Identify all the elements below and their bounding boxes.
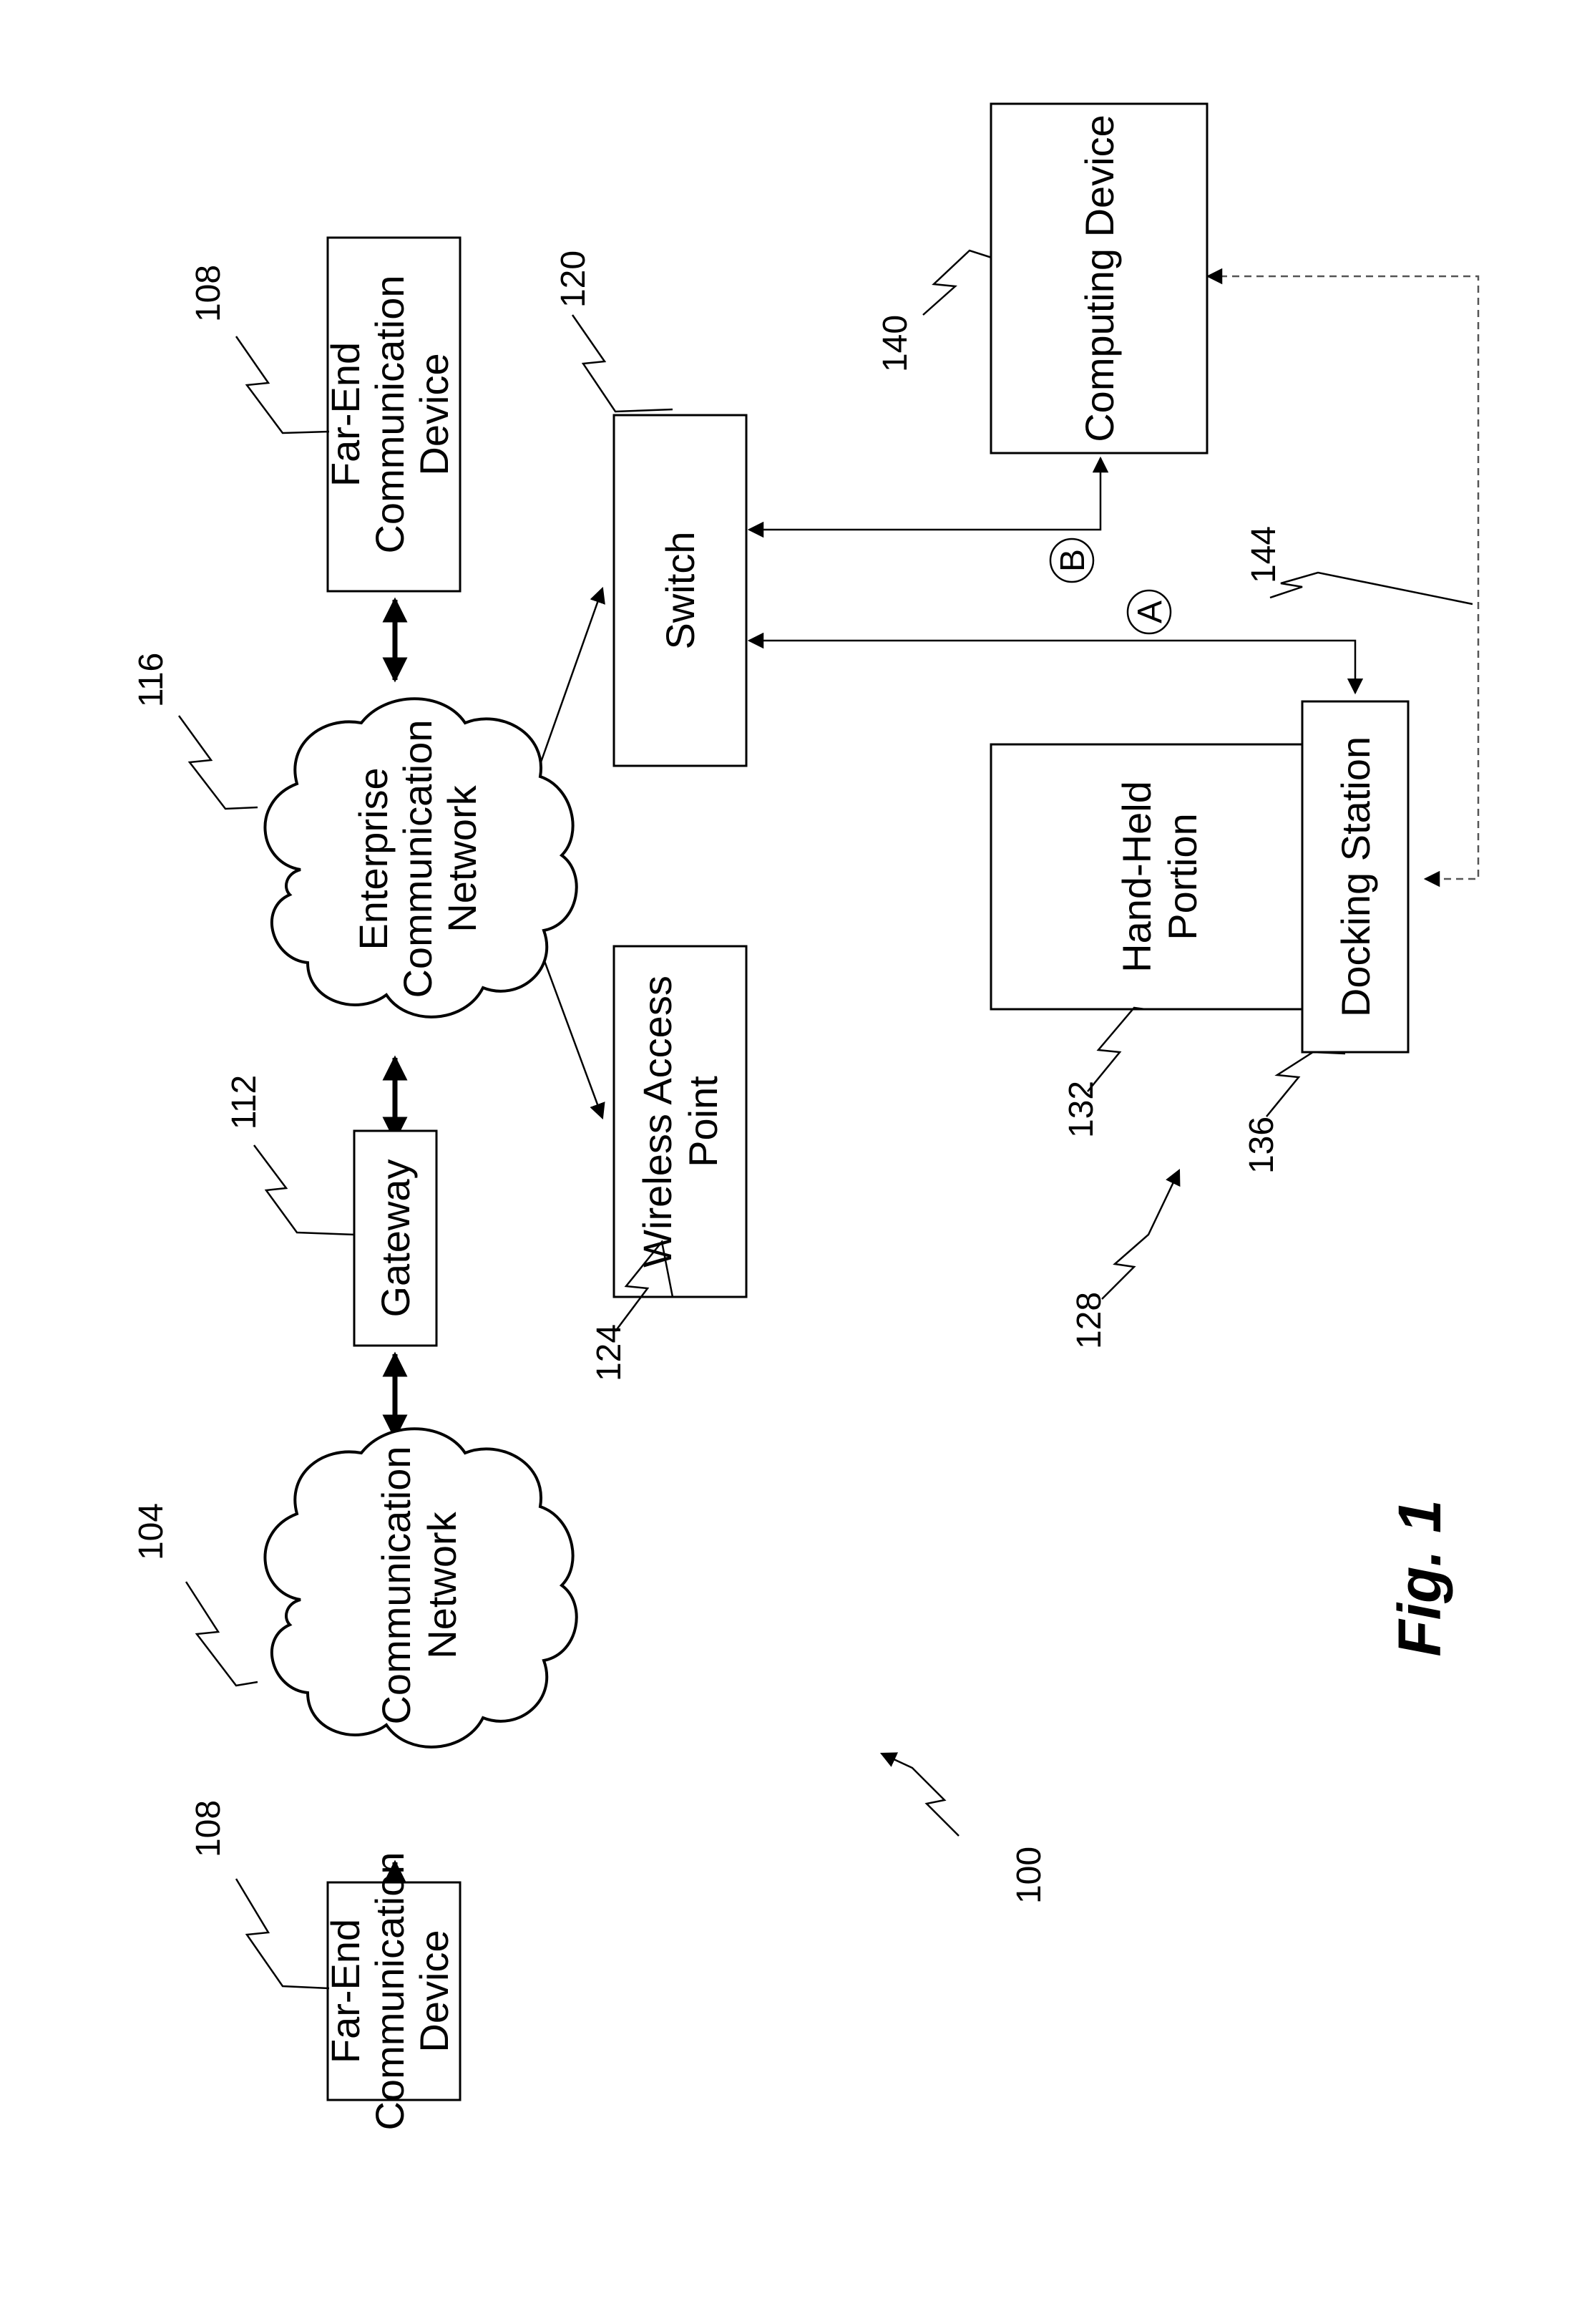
ref-132: 132 [1063, 1081, 1100, 1138]
ref-140: 140 [877, 315, 914, 372]
computing-device-label: Computing Device [1077, 115, 1122, 442]
ref-116: 116 [132, 653, 170, 708]
far-end-device-1-box: Far-End Communication Device [323, 1852, 460, 2130]
computing-device-box: Computing Device [991, 104, 1207, 453]
wap-line1: Wireless Access [635, 976, 680, 1268]
leader-computing-device [923, 251, 992, 315]
leader-docking-station [1266, 1052, 1345, 1117]
leader-enterprise-network [179, 716, 258, 809]
wap-line2: Point [680, 1076, 726, 1167]
gateway-label: Gateway [373, 1159, 418, 1318]
far-end-device-2-line2: Communication [367, 275, 412, 553]
far-end-device-2-line1: Far-End [323, 342, 368, 487]
ref-144: 144 [1245, 526, 1283, 583]
ref-120: 120 [555, 251, 592, 308]
communication-network-line1: Communication [374, 1446, 419, 1724]
far-end-device-2-line3: Device [411, 353, 457, 475]
far-end-device-1-line2: Communication [367, 1852, 412, 2130]
connection-b-label: B [1054, 549, 1092, 572]
leader-dashed-link [1270, 573, 1473, 604]
link-b-switch-to-computing-device [749, 458, 1100, 530]
far-end-device-1-line1: Far-End [323, 1919, 368, 2063]
switch-box: Switch [614, 415, 746, 766]
hand-held-line2: Portion [1160, 813, 1205, 940]
gateway-box: Gateway [354, 1131, 436, 1346]
leader-gateway [254, 1145, 355, 1235]
figure-label: Fig. 1 [1386, 1499, 1453, 1656]
leader-system [882, 1754, 959, 1836]
connection-b-marker: B [1050, 539, 1093, 582]
leader-switch [572, 315, 673, 412]
hand-held-line1: Hand-Held [1114, 781, 1159, 973]
ref-112: 112 [225, 1075, 263, 1130]
leader-far-end-2 [236, 336, 329, 433]
ref-104: 104 [132, 1503, 170, 1560]
leader-hand-held [1088, 1008, 1145, 1091]
leader-phone-assembly [1102, 1170, 1179, 1299]
enterprise-network-line3: Network [439, 784, 484, 932]
leader-communication-network [186, 1582, 258, 1686]
connection-a-label: A [1131, 601, 1169, 623]
far-end-device-2-box: Far-End Communication Device [323, 238, 460, 591]
wireless-access-point-box: Wireless Access Point [614, 946, 746, 1297]
far-end-device-1-line3: Device [411, 1930, 457, 2052]
leader-far-end-1 [236, 1879, 329, 1988]
ref-108-upper: 108 [190, 265, 228, 322]
switch-label: Switch [658, 532, 703, 650]
ref-100: 100 [1010, 1847, 1048, 1904]
link-a-switch-to-docking-station [749, 641, 1355, 693]
enterprise-network-cloud: Enterprise Communication Network [265, 699, 576, 1017]
enterprise-network-line1: Enterprise [351, 767, 396, 950]
enterprise-network-line2: Communication [395, 719, 440, 998]
docking-station-label: Docking Station [1333, 736, 1378, 1017]
hand-held-portion-box: Hand-Held Portion [991, 744, 1327, 1009]
connection-a-marker: A [1128, 590, 1171, 633]
ref-108-lower: 108 [190, 1800, 228, 1857]
communication-network-line2: Network [419, 1511, 464, 1658]
docking-station-box: Docking Station [1302, 701, 1408, 1052]
ref-136: 136 [1243, 1117, 1281, 1174]
ref-128: 128 [1070, 1292, 1108, 1349]
ref-124: 124 [590, 1324, 628, 1381]
communication-network-cloud: Communication Network [265, 1429, 576, 1747]
